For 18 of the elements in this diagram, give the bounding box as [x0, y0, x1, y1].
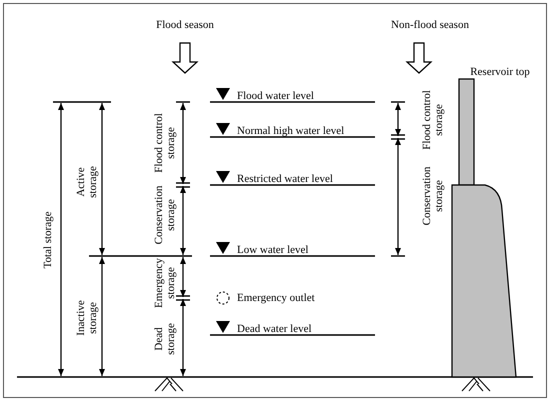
- part-label: Reservoir top: [470, 66, 530, 78]
- outlet-label: Emergency outlet: [237, 292, 315, 304]
- level-label: Dead water level: [237, 323, 312, 335]
- storage-label: Flood control storage: [421, 89, 445, 152]
- storage-label: Dead storage: [153, 322, 177, 357]
- level-label: Normal high water level: [237, 125, 344, 137]
- storage-label: Flood control storage: [153, 112, 177, 175]
- level-label: Restricted water level: [237, 173, 333, 185]
- storage-label: Conservation storage: [153, 184, 177, 246]
- level-label: Flood water level: [237, 90, 314, 102]
- level-label: Low water level: [237, 244, 308, 256]
- season-label: Flood season: [156, 19, 214, 31]
- storage-label: Total storage: [42, 212, 54, 268]
- storage-label: Inactive storage: [75, 299, 99, 338]
- storage-label: Emergency storage: [153, 258, 177, 308]
- storage-label: Conservation storage: [421, 166, 445, 228]
- season-label: Non-flood season: [391, 19, 469, 31]
- storage-label: Active storage: [75, 165, 99, 200]
